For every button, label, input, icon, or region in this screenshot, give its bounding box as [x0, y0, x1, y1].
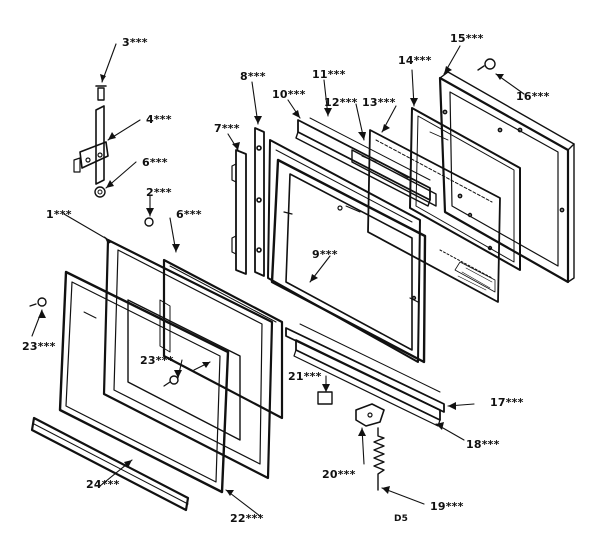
- part-21-bushing: [317, 391, 333, 405]
- part-8-hinge-strip: [254, 127, 265, 277]
- part-13-insulation-panel: [367, 129, 501, 303]
- part-20-latch: [355, 403, 385, 427]
- part-1-outer-door: [102, 238, 274, 480]
- part-2-screw: [144, 217, 154, 227]
- part-3-screw: [95, 85, 107, 101]
- callout-part-24: 24***: [86, 478, 120, 491]
- callout-part-6-lower: 6***: [176, 208, 202, 221]
- part-6-door-gasket: [162, 258, 284, 420]
- part-22-front-glass: [58, 270, 230, 494]
- part-23-clip-center: [163, 375, 179, 387]
- callout-part-16: 16***: [516, 90, 550, 103]
- callout-part-4: 4***: [146, 113, 172, 126]
- part-18-bottom-channel: [293, 339, 441, 427]
- part-9-door-liner: [270, 158, 427, 364]
- callout-part-7: 7***: [214, 122, 240, 135]
- leader-lines: [31, 43, 525, 517]
- diagram-code: D5: [394, 514, 409, 524]
- part-10-rear-frame: [267, 139, 421, 363]
- part-4-hinge-clip: [73, 105, 109, 185]
- part-12-inner-channel: [351, 149, 437, 207]
- part-19-spring: [373, 427, 385, 491]
- callout-part-14: 14***: [398, 54, 432, 67]
- callout-part-13: 13***: [362, 96, 396, 109]
- callout-part-17: 17***: [490, 396, 524, 409]
- callout-part-9: 9***: [312, 248, 338, 261]
- callout-part-3: 3***: [122, 36, 148, 49]
- part-17-lower-channel: [285, 323, 445, 413]
- callout-part-2: 2***: [146, 186, 172, 199]
- arrowheads: [38, 66, 504, 496]
- part-23-clip-left: [29, 297, 47, 307]
- callout-part-1: 1***: [46, 208, 72, 221]
- callout-part-23-center: 23***: [140, 354, 174, 367]
- callout-part-6-upper: 6***: [142, 156, 168, 169]
- callout-part-21: 21***: [288, 370, 322, 383]
- callout-part-20: 20***: [322, 468, 356, 481]
- part-16-screw: [477, 58, 496, 71]
- callout-part-11: 11***: [312, 68, 346, 81]
- callout-part-22: 22***: [230, 512, 264, 525]
- callout-part-8: 8***: [240, 70, 266, 83]
- part-7-side-bracket: [231, 149, 247, 275]
- callout-part-19: 19***: [430, 500, 464, 513]
- callout-part-12: 12***: [324, 96, 358, 109]
- part-15-outer-frame: [438, 71, 575, 284]
- callout-part-18: 18***: [466, 438, 500, 451]
- callout-part-23-left: 23***: [22, 340, 56, 353]
- part-24-trim-strip: [30, 416, 190, 512]
- callout-part-10: 10***: [272, 88, 306, 101]
- callout-part-15: 15***: [450, 32, 484, 45]
- part-14-glass-panel: [409, 107, 521, 271]
- part-6-nut: [94, 186, 106, 198]
